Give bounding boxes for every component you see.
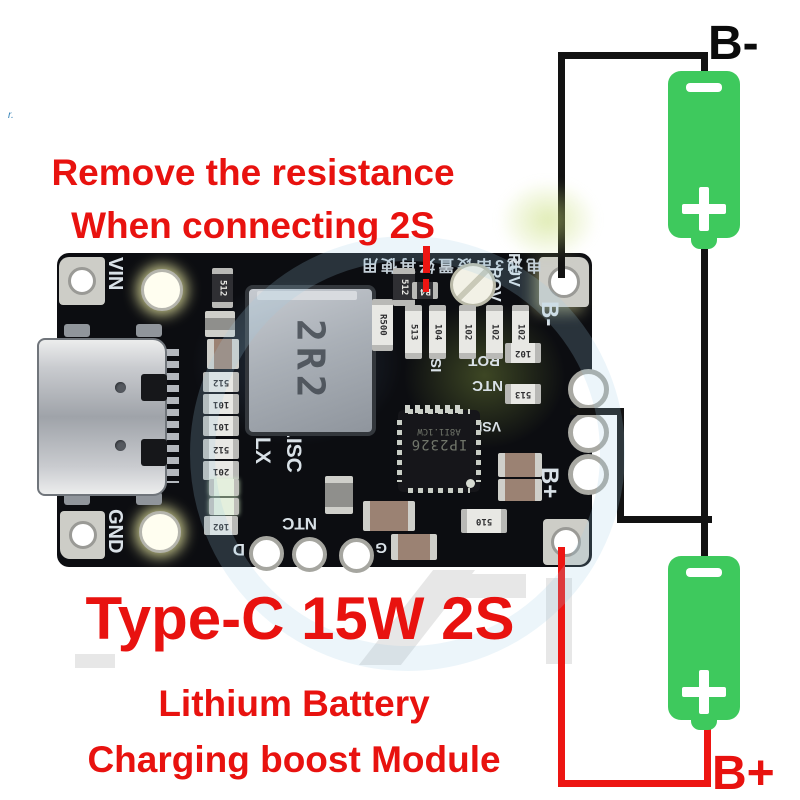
capacitor <box>363 501 415 531</box>
led <box>209 479 239 496</box>
red-arrow-icon <box>423 246 430 273</box>
silk-g: G <box>375 539 387 556</box>
balance-hole <box>568 412 609 453</box>
mount-hole <box>68 267 96 295</box>
inductor: 2R2 <box>245 285 376 436</box>
battery-cell-1 <box>668 71 740 249</box>
usb-type-c-connector <box>37 338 167 496</box>
watermark-shape <box>75 654 115 668</box>
capacitor <box>498 479 542 501</box>
resistor: 512 <box>212 268 233 308</box>
resistor: 102 <box>505 343 541 363</box>
warning-line2: When connecting 2S <box>71 205 435 246</box>
resistor: 102 <box>486 305 503 359</box>
silk-d: D <box>232 540 245 559</box>
resistor: 513 <box>505 384 541 404</box>
label-b-minus: B- <box>708 17 759 70</box>
round-pad <box>450 263 496 307</box>
connector-anchor-pad <box>136 324 162 337</box>
wire-balance-h1 <box>570 408 624 415</box>
product-title: Type-C 15W 2S <box>85 585 515 652</box>
wire-balance-h2 <box>617 516 712 523</box>
resistor: 102 <box>459 305 476 359</box>
wire-bplus-horizontal <box>558 780 711 787</box>
ic-pin1-dot <box>466 479 475 488</box>
red-arrow-tip-icon <box>423 279 429 292</box>
connector-notch <box>141 439 167 466</box>
ic-part-number: IP2326 <box>410 436 468 452</box>
connector-weld-dot <box>115 440 126 451</box>
battery1-terminal-nub <box>691 238 717 249</box>
connector-anchor-pad <box>64 324 90 337</box>
battery1-minus-icon <box>686 83 722 92</box>
mount-pad-bottom-left <box>60 511 105 559</box>
silk-b-minus: B- <box>536 301 563 327</box>
silk-lisc: LISC <box>282 425 305 473</box>
resistor: 104 <box>429 305 446 359</box>
resistor: 512 <box>203 439 239 459</box>
bottom-hole-g <box>339 538 374 573</box>
silk-ntc-mid: NTC <box>472 377 503 394</box>
silk-gnd: GND <box>104 509 126 554</box>
bottom-hole-2 <box>292 537 327 572</box>
battery-cell-2 <box>668 556 740 730</box>
inductor-label: 2R2 <box>288 318 333 403</box>
product-subtitle: Lithium Battery Charging boost Module <box>20 676 568 788</box>
resistor: 512 <box>203 372 239 392</box>
wire-bminus-vertical <box>558 52 565 278</box>
right-hole-3 <box>568 454 609 495</box>
capacitor <box>391 534 437 560</box>
capacitor <box>205 311 235 337</box>
subtitle-line1: Lithium Battery <box>158 683 430 724</box>
wire-series-link <box>701 246 708 558</box>
label-b-plus: B+ <box>712 747 775 800</box>
resistor: 101 <box>203 416 239 436</box>
connector-notch <box>141 374 167 401</box>
resistor-r500: R500 <box>372 299 393 351</box>
bottom-hole-d <box>249 536 284 571</box>
tiny-stray-mark: r. <box>8 110 14 121</box>
silk-lx: LX <box>251 437 274 464</box>
connector-weld-dot <box>115 382 126 393</box>
mount-pad-top-left <box>59 257 105 305</box>
silk-ruv: RUV <box>505 253 522 287</box>
main-ic: IP2326 A8I1.1CW <box>397 409 481 493</box>
capacitor <box>207 339 239 369</box>
silk-vin: VIN <box>104 257 126 291</box>
wire-battery1-top-stub <box>701 52 708 76</box>
resistor: 101 <box>203 394 239 414</box>
mount-pad-bottom-right <box>543 519 589 565</box>
battery2-plus-icon <box>682 670 726 714</box>
resistor: 512 <box>393 268 415 306</box>
right-hole-1 <box>568 369 609 410</box>
led <box>209 498 239 515</box>
warning-text: Remove the resistance When connecting 2S <box>28 146 478 252</box>
wire-battery2-bottom-stub <box>704 728 711 787</box>
resistor-510: 510 <box>461 509 507 533</box>
mount-hole <box>68 521 97 549</box>
vin-hole <box>141 269 183 311</box>
silk-ntc-bottom: NTC <box>282 514 317 533</box>
ic-lot-code: A8I1.1CW <box>417 426 461 436</box>
battery2-minus-icon <box>686 568 722 577</box>
battery1-plus-icon <box>682 187 726 231</box>
warning-line1: Remove the resistance <box>51 152 455 193</box>
capacitor <box>325 476 353 514</box>
resistor: 102 <box>204 516 238 535</box>
resistor: 201 <box>203 461 239 480</box>
test-pads-row <box>405 405 463 413</box>
wire-bminus-horizontal <box>558 52 708 59</box>
subtitle-line2: Charging boost Module <box>87 739 501 780</box>
wire-bplus-vertical <box>558 547 565 787</box>
capacitor <box>498 453 542 477</box>
watermark-shape <box>436 574 526 598</box>
resistor: 513 <box>405 305 422 359</box>
battery2-terminal-nub <box>691 720 717 730</box>
gnd-hole <box>139 511 181 553</box>
wire-balance-v <box>617 408 624 523</box>
connector-pin-row <box>164 349 179 483</box>
b-plus-hole <box>551 527 581 557</box>
